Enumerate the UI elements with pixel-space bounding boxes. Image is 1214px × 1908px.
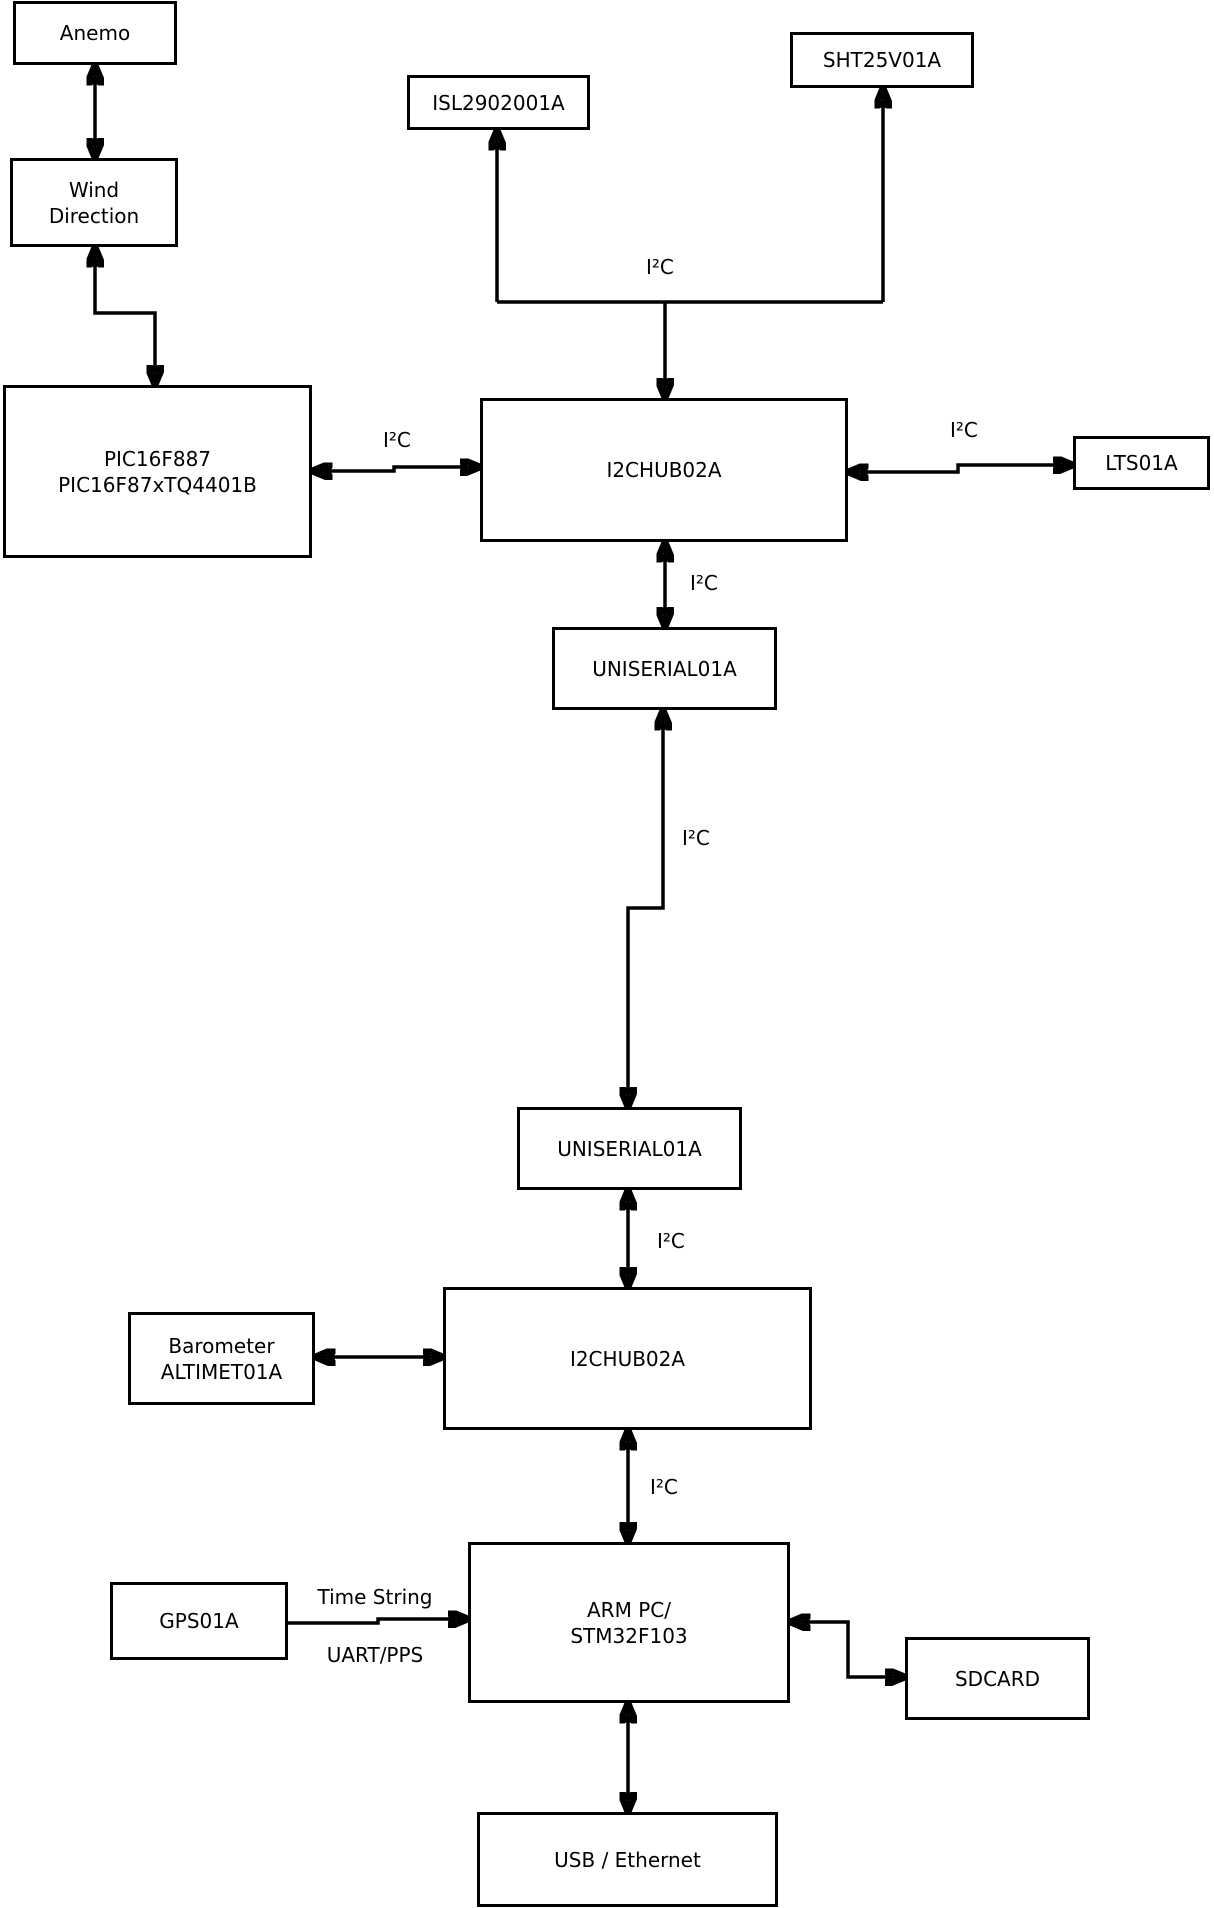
- node-wind-direction: Wind Direction: [10, 158, 178, 247]
- label-i2c-uniserial-hub2: I²C: [657, 1229, 685, 1253]
- edge-pic-hub1: [313, 467, 479, 471]
- edge-gps-armpc: [288, 1619, 467, 1623]
- edge-wind-pic: [95, 248, 155, 384]
- node-anemo: Anemo: [13, 1, 177, 65]
- edge-uniserial1-uniserial2: [628, 711, 663, 1106]
- node-uniserial01a-bottom: UNISERIAL01A: [517, 1107, 742, 1190]
- node-usb-ethernet: USB / Ethernet: [477, 1812, 778, 1907]
- node-i2chub02a-bottom: I2CHUB02A: [443, 1287, 812, 1430]
- node-sdcard: SDCARD: [905, 1637, 1090, 1720]
- node-lts01a: LTS01A: [1073, 436, 1210, 490]
- label-i2c-hub-lts: I²C: [950, 418, 978, 442]
- node-gps01a: GPS01A: [110, 1582, 288, 1660]
- label-uart-pps: UART/PPS: [326, 1643, 424, 1667]
- label-i2c-uniserial-link: I²C: [682, 826, 710, 850]
- edge-armpc-sdcard: [791, 1622, 904, 1677]
- node-armpc-stm32f103: ARM PC/ STM32F103: [468, 1542, 790, 1703]
- node-uniserial01a-top: UNISERIAL01A: [552, 627, 777, 710]
- edge-hub1-lts: [849, 465, 1072, 472]
- node-i2chub02a-top: I2CHUB02A: [480, 398, 848, 542]
- node-isl2902001a: ISL2902001A: [407, 75, 590, 130]
- label-i2c-hub2-armpc: I²C: [650, 1475, 678, 1499]
- node-barometer-altimet01a: Barometer ALTIMET01A: [128, 1312, 315, 1405]
- node-sht25v01a: SHT25V01A: [790, 32, 974, 88]
- label-i2c-pic-hub: I²C: [383, 428, 411, 452]
- label-time-string: Time String: [317, 1585, 433, 1609]
- node-pic16f887: PIC16F887 PIC16F87xTQ4401B: [3, 385, 312, 558]
- label-i2c-sensor-bus: I²C: [646, 255, 674, 279]
- label-i2c-hub-uniserial: I²C: [690, 571, 718, 595]
